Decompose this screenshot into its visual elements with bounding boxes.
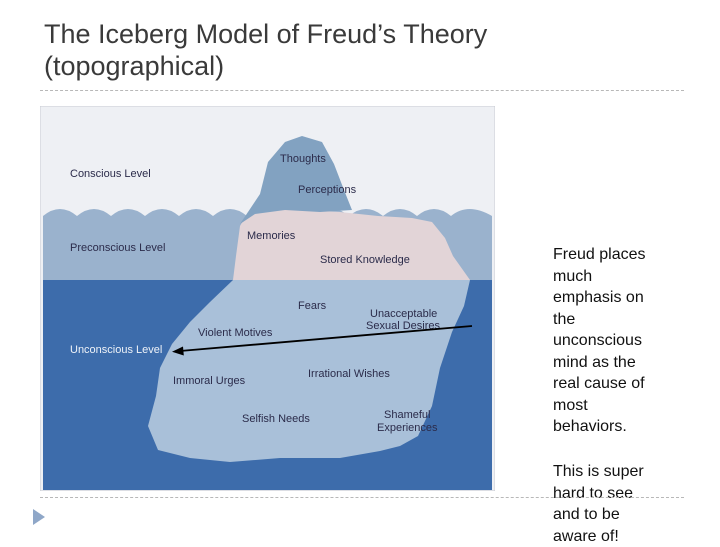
iceberg-figure: Conscious Level Preconscious Level Uncon… — [40, 106, 495, 496]
side-note-line: unconscious — [553, 330, 683, 352]
label-experiences: Experiences — [377, 422, 438, 434]
title-line-2: (topographical) — [44, 50, 564, 82]
side-note-paragraph-2: This is super hard to see and to be awar… — [553, 461, 683, 547]
label-selfish-needs: Selfish Needs — [242, 413, 310, 425]
label-perceptions: Perceptions — [298, 184, 357, 196]
side-note-line: most — [553, 395, 683, 417]
label-thoughts: Thoughts — [280, 153, 326, 165]
label-unconscious-level: Unconscious Level — [70, 344, 162, 356]
label-memories: Memories — [247, 230, 296, 242]
label-unacceptable: Unacceptable — [370, 308, 437, 320]
label-conscious-level: Conscious Level — [70, 168, 151, 180]
title-line-1: The Iceberg Model of Freud’s Theory — [44, 18, 564, 50]
side-note-line: aware of! — [553, 526, 683, 547]
label-preconscious-level: Preconscious Level — [70, 242, 165, 254]
label-irrational-wishes: Irrational Wishes — [308, 368, 390, 380]
side-note-line: and to be — [553, 504, 683, 526]
label-shameful: Shameful — [384, 409, 430, 421]
side-note-line: behaviors. — [553, 416, 683, 438]
side-note-line: mind as the — [553, 352, 683, 374]
side-note-line: real cause of — [553, 373, 683, 395]
side-note-line: much — [553, 266, 683, 288]
side-note-paragraph-1: Freud places much emphasis on the uncons… — [553, 244, 683, 438]
side-note-line: This is super — [553, 461, 683, 483]
side-note-line: the — [553, 309, 683, 331]
side-note-line: emphasis on — [553, 287, 683, 309]
title-divider — [40, 90, 684, 91]
bullet-triangle-icon — [32, 508, 46, 526]
label-violent-motives: Violent Motives — [198, 327, 273, 339]
side-note-line: hard to see — [553, 483, 683, 505]
side-note-line: Freud places — [553, 244, 683, 266]
footer-divider — [40, 497, 684, 498]
label-stored-knowledge: Stored Knowledge — [320, 254, 410, 266]
slide-title: The Iceberg Model of Freud’s Theory (top… — [44, 18, 564, 82]
label-immoral-urges: Immoral Urges — [173, 375, 246, 387]
iceberg-diagram: Conscious Level Preconscious Level Uncon… — [40, 106, 495, 491]
label-fears: Fears — [298, 300, 327, 312]
